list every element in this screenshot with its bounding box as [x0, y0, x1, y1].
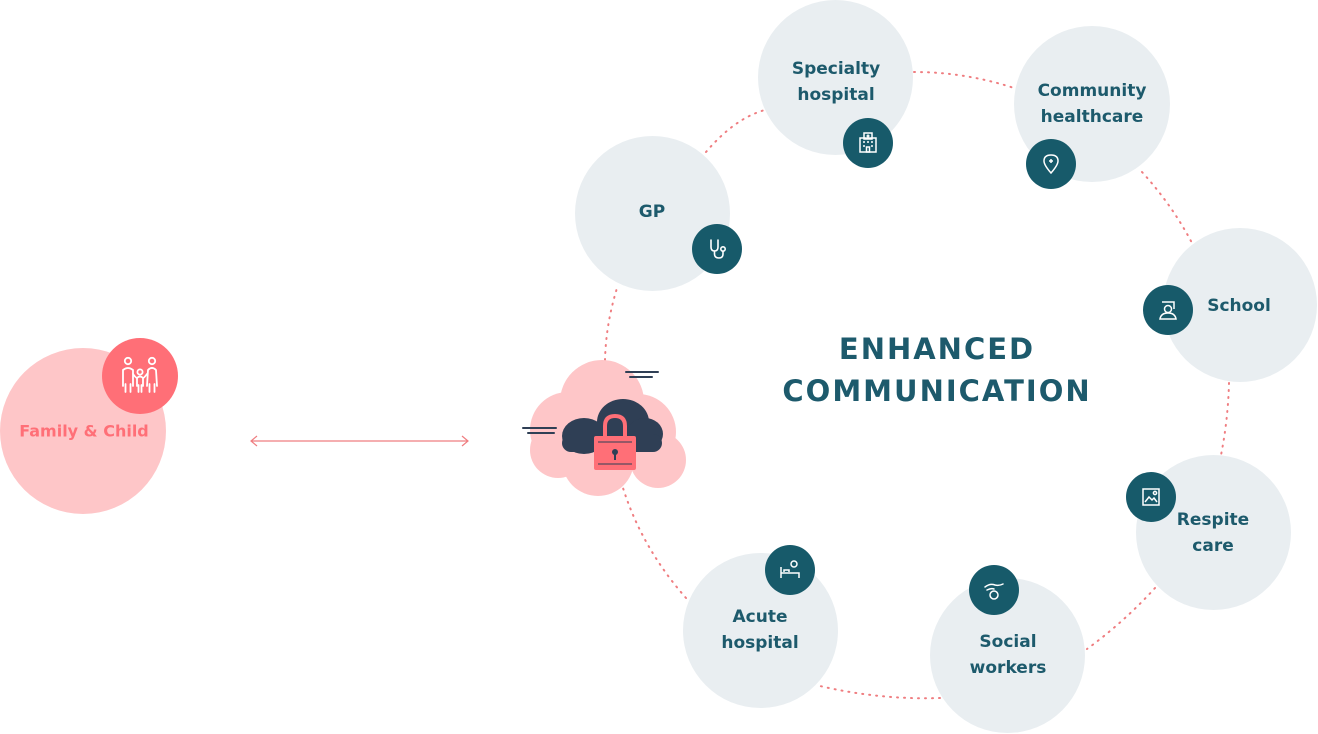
cloud-lock-icon: [522, 360, 686, 496]
node-social-workers-label: Social workers: [969, 632, 1047, 678]
hospital-building-icon: [843, 118, 893, 168]
family-label: Family & Child: [19, 421, 149, 441]
node-acute-hospital-label: Acute hospital: [721, 607, 799, 653]
dotted-connector: [622, 487, 687, 599]
dotted-connector: [705, 109, 766, 153]
dotted-connector: [1086, 587, 1156, 650]
caring-hand-icon: [969, 565, 1019, 615]
double-arrow: [250, 435, 469, 447]
stethoscope-icon: [692, 224, 742, 274]
teacher-icon: [1143, 285, 1193, 335]
dotted-connector: [819, 685, 941, 700]
node-gp-label: GP: [638, 202, 666, 222]
location-pin-icon: [1026, 139, 1076, 189]
dotted-connector: [913, 71, 1015, 89]
node-specialty-hospital-label: Specialty hospital: [791, 59, 881, 105]
family-icon: [102, 338, 178, 414]
photo-frame-icon: [1126, 472, 1176, 522]
dotted-connector: [604, 284, 619, 361]
center-title: ENHANCED COMMUNICATION: [782, 332, 1092, 408]
dotted-connector: [1220, 382, 1230, 456]
hospital-bed-icon: [765, 545, 815, 595]
node-respite-care-label: Respite care: [1176, 510, 1250, 556]
dotted-connector: [1141, 171, 1193, 244]
node-school-label: School: [1207, 296, 1271, 316]
node-community-healthcare-label: Community healthcare: [1037, 81, 1147, 127]
